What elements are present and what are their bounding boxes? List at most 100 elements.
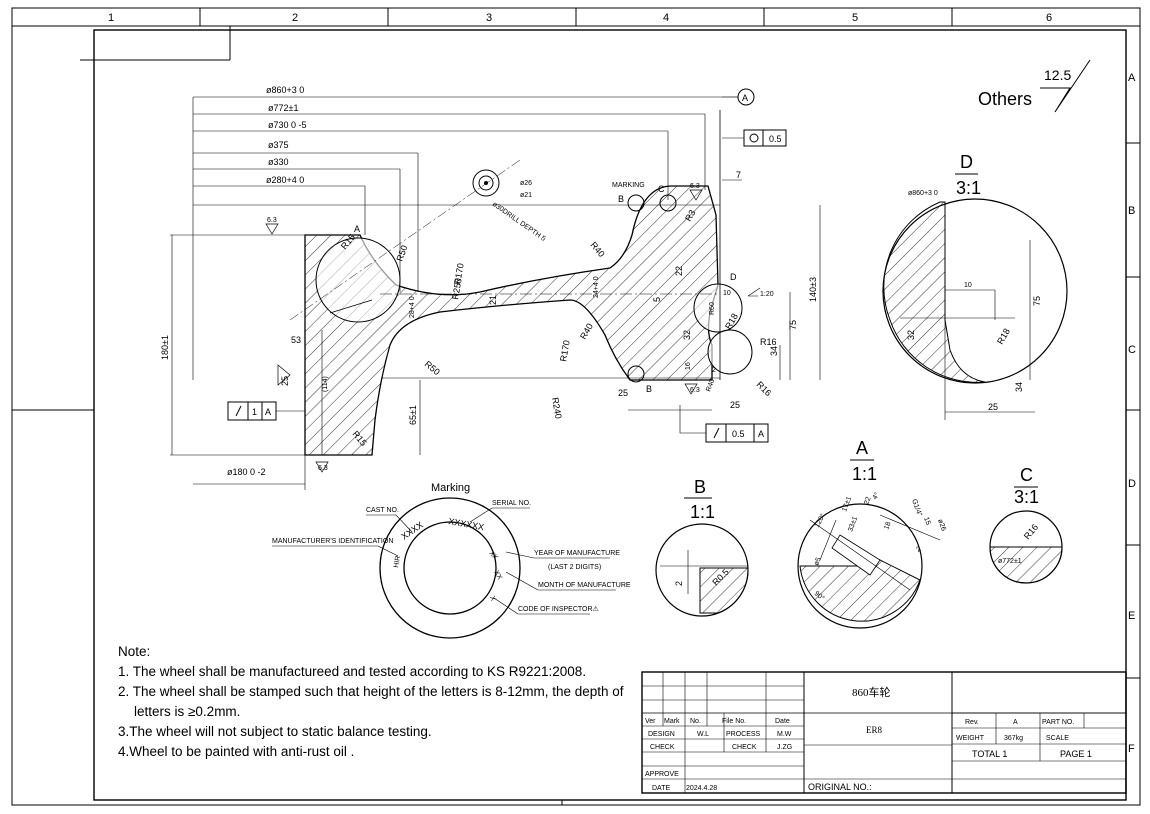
dim-r50-low: R50 <box>423 359 442 377</box>
main-view-dimension-labels: ø860+3 0 ø772±1 ø730 0 -5 ø375 ø330 ø280… <box>160 85 818 477</box>
dim-d21: ø21 <box>520 192 532 199</box>
dim-d772: ø772±1 <box>268 103 298 113</box>
dim-r3: R3 <box>683 208 697 223</box>
dim-16: 16 <box>685 362 692 370</box>
detail-a-33: 33±1 <box>847 516 859 533</box>
ref-b-bottom: B <box>646 384 652 394</box>
detail-a-g14: G1/4" <box>910 498 923 517</box>
detail-b-view: B 1:1 R0.5 2 <box>655 477 749 617</box>
dim-d26: ø26 <box>520 180 532 187</box>
marking-label: MARKING <box>612 182 645 189</box>
row-labels: A B C D E F <box>1128 72 1136 755</box>
svg-text:Rev.: Rev. <box>965 719 979 726</box>
row-label: A <box>1128 72 1136 84</box>
dim-d860: ø860+3 0 <box>266 85 304 95</box>
detail-d-75: 75 <box>1032 296 1042 306</box>
detail-a-22: 22 <box>863 496 872 506</box>
dim-75-main: 75 <box>788 320 798 330</box>
dim-25-right: 25 <box>730 400 740 410</box>
detail-d-title: D <box>960 152 973 172</box>
detail-c-d772: ø772±1 <box>998 558 1022 565</box>
svg-text:A: A <box>1013 719 1018 726</box>
dim-r16-a: R16 <box>760 337 777 347</box>
dim-r240: R240 <box>550 397 564 420</box>
detail-b-2: 2 <box>674 581 684 586</box>
detail-a-4: 4° <box>871 491 881 501</box>
ref-c-top: C <box>658 184 665 194</box>
row-label: C <box>1128 344 1136 356</box>
diameter-dimensions <box>171 96 821 490</box>
svg-text:M.W: M.W <box>777 731 792 738</box>
row-label: D <box>1128 478 1136 490</box>
year-label: YEAR OF MANUFACTURE <box>534 550 620 557</box>
detail-c-circle <box>707 329 753 375</box>
ring-xxxxxx: XXXXXX <box>448 516 485 532</box>
dim-32-main: 32 <box>682 330 692 340</box>
note-1: 1. The wheel shall be manufactureed and … <box>118 664 587 679</box>
svg-text:6.3: 6.3 <box>267 217 277 224</box>
dim-taper: 1:20 <box>760 291 774 298</box>
year-sub-label: (LAST 2 DIGITS) <box>548 564 601 571</box>
dim-r40-top: R40 <box>588 240 606 259</box>
col-label: 1 <box>108 12 114 24</box>
column-labels: 1 2 3 4 5 6 <box>108 12 1052 24</box>
svg-text:Mark: Mark <box>664 718 680 725</box>
surface-finish-others: Others 12.5 <box>978 59 1091 113</box>
ref-b-top: B <box>618 194 624 204</box>
col-label: 5 <box>852 12 858 24</box>
svg-text:Ver: Ver <box>645 718 656 725</box>
dim-d730: ø730 0 -5 <box>268 120 307 130</box>
detail-a-2: 2 <box>916 546 923 554</box>
detail-a-circle <box>315 237 401 323</box>
detail-d-dia: ø860+3 0 <box>908 190 938 197</box>
svg-text:CHECK: CHECK <box>732 744 757 751</box>
col-label: 2 <box>292 12 298 24</box>
marking-title: Marking <box>431 482 470 494</box>
svg-text:6.3: 6.3 <box>318 465 328 472</box>
svg-text:Date: Date <box>775 718 790 725</box>
dim-r40-low: R40 <box>705 378 716 393</box>
fcf-flatness: 0.5 <box>722 129 787 147</box>
detail-a-15: 15 <box>922 516 931 526</box>
dim-r16-b: R16 <box>755 379 774 398</box>
detail-b-scale: 1:1 <box>690 502 715 522</box>
ring-hir: HIR <box>393 555 402 568</box>
dim-65: 65±1 <box>408 405 418 425</box>
svg-text:2024.4.28: 2024.4.28 <box>686 785 717 792</box>
svg-text:WEIGHT: WEIGHT <box>956 735 985 742</box>
detail-d-10: 10 <box>964 282 972 289</box>
ra-marks: 6.3 6.3 6.3 6.3 <box>265 183 703 473</box>
title-block-text: 860车轮 ER8 Ver Mark No. File No. Date DES… <box>645 685 1092 792</box>
dim-d280: ø280+4 0 <box>266 175 304 185</box>
dim-2: 2 <box>712 367 716 374</box>
note-2: 2. The wheel shall be stamped such that … <box>118 684 624 699</box>
month-label: MONTH OF MANUFACTURE <box>538 582 631 589</box>
dim-drill: ø30DRILL DEPTH 5 <box>491 201 547 243</box>
col-label: 3 <box>486 12 492 24</box>
dim-24: 24+4 0 <box>593 276 600 298</box>
dim-114: (114) <box>322 376 329 392</box>
detail-a-17: 17±1 <box>841 496 853 513</box>
svg-text:SCALE: SCALE <box>1046 735 1069 742</box>
ring-xx1: XX <box>487 550 499 562</box>
svg-text:367kg: 367kg <box>1004 735 1023 742</box>
material: ER8 <box>866 725 883 735</box>
drawing-frame <box>11 7 1141 806</box>
detail-a-scale: 1:1 <box>852 464 877 484</box>
dim-r170-top: R170 <box>452 262 466 285</box>
dim-180: 180±1 <box>160 335 170 360</box>
dim-r60: R60 <box>709 302 716 315</box>
row-label: F <box>1128 743 1135 755</box>
dim-140: 140±3 <box>808 277 818 302</box>
title-block <box>641 671 1127 794</box>
dim-25-left: 25 <box>280 376 290 386</box>
detail-a-18: 18 <box>883 521 892 531</box>
dim-53: 53 <box>291 335 301 345</box>
dim-10: 10 <box>723 290 731 297</box>
col-label: 4 <box>663 12 669 24</box>
svg-text:DESIGN: DESIGN <box>648 731 675 738</box>
detail-c-title: C <box>1020 465 1033 485</box>
dim-r40-mid: R40 <box>578 322 595 341</box>
